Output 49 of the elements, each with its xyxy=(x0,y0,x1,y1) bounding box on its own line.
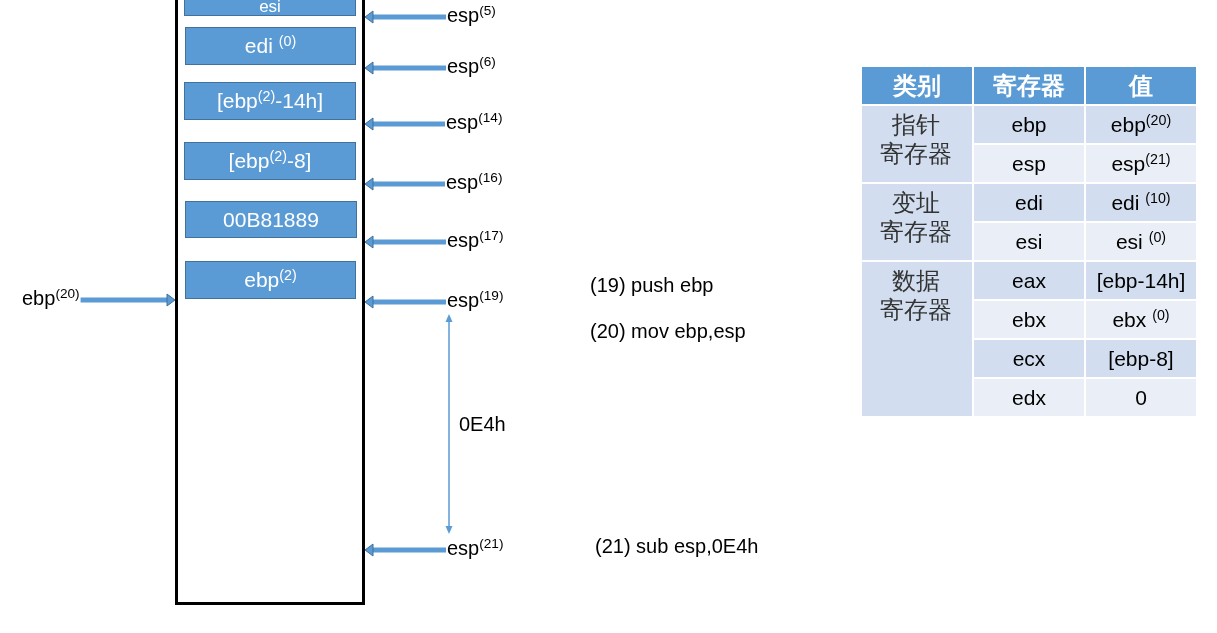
register-label: esp$^{(19)}$ xyxy=(447,287,504,313)
stack-slot: esi xyxy=(184,0,356,16)
register-label: esp$^{(6)}$ xyxy=(447,53,496,79)
arrow xyxy=(445,313,453,535)
table-cell: edi $^{(10)}$ xyxy=(1086,184,1196,221)
arrow xyxy=(364,295,446,309)
table-cell: ebp$^{(20)}$ xyxy=(1086,106,1196,143)
table-cell: esi $^{(0)}$ xyxy=(1086,223,1196,260)
stack-frame xyxy=(175,0,365,605)
arrow xyxy=(364,10,446,24)
table-cell: edx xyxy=(974,379,1084,416)
arrow xyxy=(364,235,446,249)
register-label: ebp$^{(20)}$ xyxy=(22,285,80,311)
table-cell: esp xyxy=(974,145,1084,182)
table-cell: esi xyxy=(974,223,1084,260)
instruction-text: (21) sub esp,0E4h xyxy=(595,534,759,559)
table-cell: [ebp-14h] xyxy=(1086,262,1196,299)
arrow xyxy=(364,543,446,557)
table-cell: eax xyxy=(974,262,1084,299)
table-cell: 变址寄存器 xyxy=(862,184,972,260)
arrow xyxy=(364,177,445,191)
table-cell: ecx xyxy=(974,340,1084,377)
register-label: esp$^{(21)}$ xyxy=(447,535,504,561)
header-cell: 寄存器 xyxy=(974,67,1084,104)
table-cell: esp$^{(21)}$ xyxy=(1086,145,1196,182)
instruction-text: (19) push ebp xyxy=(590,273,714,298)
table-cell: 0 xyxy=(1086,379,1196,416)
register-label: esp$^{(5)}$ xyxy=(447,2,496,28)
stack-slot: [ebp$^{(2)}$-14h] xyxy=(184,82,356,120)
register-label: esp$^{(14)}$ xyxy=(446,109,503,135)
table-cell: 数据寄存器 xyxy=(862,262,972,416)
table-cell: 指针寄存器 xyxy=(862,106,972,182)
arrow xyxy=(364,117,445,131)
stack-slot: ebp$^{(2)}$ xyxy=(185,261,356,299)
table-cell: ebx xyxy=(974,301,1084,338)
header-cell: 值 xyxy=(1086,67,1196,104)
table-cell: ebx $^{(0)}$ xyxy=(1086,301,1196,338)
instruction-text: (20) mov ebp,esp xyxy=(590,319,746,344)
table-cell: [ebp-8] xyxy=(1086,340,1196,377)
stack-slot: edi $^{(0)}$ xyxy=(185,27,356,65)
register-label: esp$^{(17)}$ xyxy=(447,227,504,253)
table-cell: edi xyxy=(974,184,1084,221)
register-label: esp$^{(16)}$ xyxy=(446,169,503,195)
header-cell: 类别 xyxy=(862,67,972,104)
stack-slot: [ebp$^{(2)}$-8] xyxy=(184,142,356,180)
arrow xyxy=(80,293,176,307)
table-cell: ebp xyxy=(974,106,1084,143)
stack-slot: 00B81889 xyxy=(185,201,357,238)
arrow xyxy=(364,61,446,75)
